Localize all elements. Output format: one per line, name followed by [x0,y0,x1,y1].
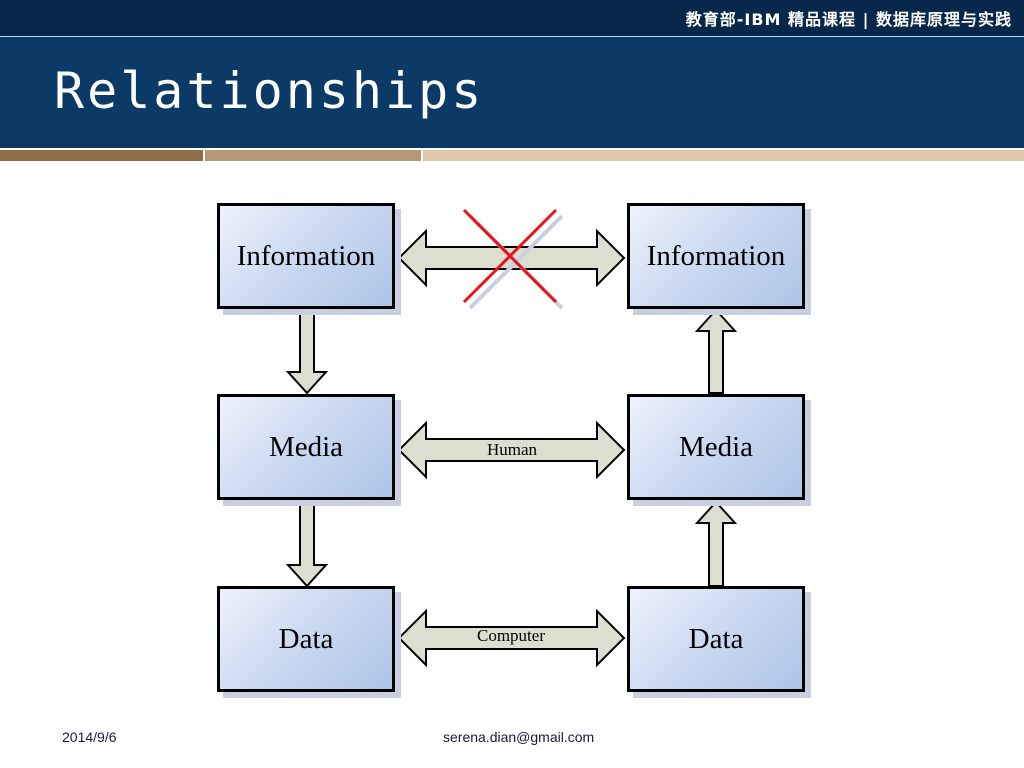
cross-out-mark [462,208,564,310]
left-information-node: Information [217,203,395,309]
right-information-node: Information [627,203,805,309]
right-media-node: Media [627,394,805,500]
right-data-node: Data [627,586,805,692]
footer-email: serena.dian@gmail.com [443,729,595,745]
left-media-node: Media [217,394,395,500]
slide-title: Relationships [54,62,485,120]
course-banner: 教育部-IBM 精品课程 | 数据库原理与实践 [685,10,1012,29]
computer-label: Computer [477,626,545,645]
info-to-media-arrow [285,310,329,395]
footer-date: 2014/9/6 [62,729,117,745]
human-label: Human [486,440,538,459]
accent-band-3 [423,150,1024,161]
media-to-info-arrow [694,308,738,394]
left-data-node: Data [217,586,395,692]
accent-band-1 [0,150,203,161]
media-to-data-arrow [285,501,329,588]
media-link-arrow [397,420,626,480]
data-to-media-arrow [694,500,738,587]
data-link-arrow [397,608,626,668]
slide-header: 教育部-IBM 精品课程 | 数据库原理与实践 Relationships [0,0,1024,148]
header-top-bar: 教育部-IBM 精品课程 | 数据库原理与实践 [0,0,1024,37]
accent-band-2 [205,150,421,161]
